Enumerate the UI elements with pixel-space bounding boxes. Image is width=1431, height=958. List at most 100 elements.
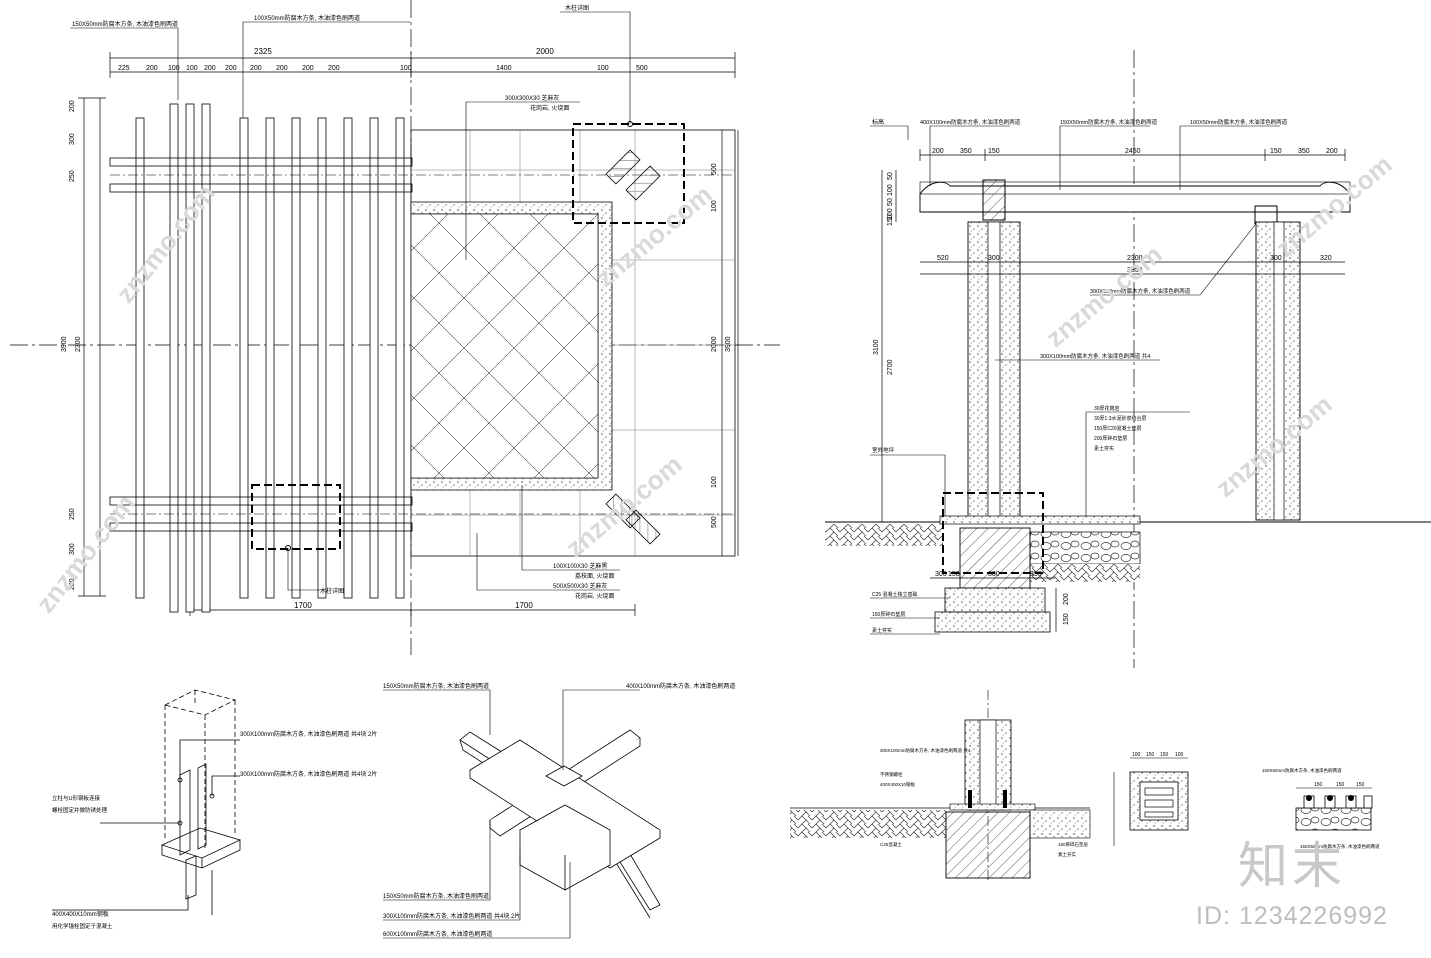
plan-dims-left-lines bbox=[78, 97, 106, 597]
iso-col-note-3: 立柱与U形钢板连接 bbox=[52, 794, 100, 802]
plan-beams bbox=[109, 157, 413, 532]
svg-text:150: 150 bbox=[1336, 782, 1345, 788]
detail-box-bottom-left bbox=[251, 484, 341, 550]
svg-text:150: 150 bbox=[1314, 782, 1323, 788]
svg-text:300: 300 bbox=[935, 571, 947, 578]
plan-dim-segments: 225 200 100 100 200 200 200 200 200 200 … bbox=[118, 65, 648, 72]
svg-text:520: 520 bbox=[937, 255, 949, 262]
svg-text:2300: 2300 bbox=[1127, 255, 1143, 262]
svg-text:100: 100 bbox=[168, 65, 180, 72]
plan-slats bbox=[135, 103, 405, 613]
corner-posts bbox=[605, 149, 661, 545]
svg-text:150: 150 bbox=[948, 571, 960, 578]
svg-text:350: 350 bbox=[1298, 148, 1310, 155]
svg-text:3900: 3900 bbox=[725, 336, 732, 352]
brand-logo: 知末 bbox=[1238, 837, 1346, 895]
elev-beam-block bbox=[982, 179, 1006, 221]
plan-note-pave-center: 300X300X30 芝麻灰 bbox=[505, 94, 559, 102]
image-id: ID: 1234226992 bbox=[1196, 902, 1388, 930]
iso-column bbox=[52, 689, 242, 915]
plan-note-border-2: 荔枝面, 火烧面 bbox=[575, 572, 614, 580]
plan-dim-top-2: 2000 bbox=[536, 47, 554, 56]
iso-joint-note-3: 150X50mm防腐木方条, 木油漆色刷两道 bbox=[383, 892, 489, 900]
elev-note-column: 300X100mm防腐木方条, 木油漆色刷两道 共4 bbox=[1040, 352, 1150, 360]
svg-text:500: 500 bbox=[711, 163, 718, 175]
svg-text:200: 200 bbox=[225, 65, 237, 72]
elev-footing-note-1: C25 混凝土独立基础 bbox=[872, 591, 918, 598]
svg-text:150: 150 bbox=[887, 214, 894, 226]
iso-col-note-4: 400X400X10mm钢板 bbox=[52, 910, 109, 918]
elev-note-right: 100X50mm防腐木方条, 木油漆色刷两道 bbox=[1190, 118, 1288, 126]
svg-text:200: 200 bbox=[69, 100, 76, 112]
svg-text:50: 50 bbox=[887, 198, 894, 206]
plan-note-pave-center-2: 花岗岩, 火烧面 bbox=[530, 104, 569, 112]
svg-text:300: 300 bbox=[69, 133, 76, 145]
svg-text:200: 200 bbox=[69, 578, 76, 590]
svg-text:100: 100 bbox=[1175, 752, 1184, 758]
plan-note-border: 100X100X30 芝麻黑 bbox=[553, 562, 607, 570]
plan-view: 2325 2000 225 200 100 100 200 200 200 20… bbox=[10, 0, 780, 655]
svg-text:100: 100 bbox=[400, 65, 412, 72]
svg-text:200: 200 bbox=[1326, 148, 1338, 155]
svg-text:素土夯实: 素土夯实 bbox=[1094, 445, 1114, 452]
detail-2: 100 150 150 100 bbox=[1113, 752, 1189, 846]
svg-text:300: 300 bbox=[1270, 255, 1282, 262]
svg-text:100: 100 bbox=[1132, 752, 1141, 758]
svg-text:3100: 3100 bbox=[873, 339, 880, 355]
svg-text:100: 100 bbox=[711, 200, 718, 212]
elev-dims-bottom: 300 150 600 350 150 200 bbox=[935, 571, 1070, 625]
iso-joint-note-2: 400X100mm防腐木方条, 木油漆色刷两道 bbox=[626, 682, 735, 690]
svg-text:200: 200 bbox=[328, 65, 340, 72]
plan-note-slat: 100X50mm防腐木方条, 木油漆色刷两道 bbox=[254, 14, 360, 22]
svg-text:300: 300 bbox=[988, 255, 1000, 262]
elev-dims-mid: 520 300 2300 300 320 3850 bbox=[937, 255, 1332, 274]
svg-text:300: 300 bbox=[69, 543, 76, 555]
svg-text:2450: 2450 bbox=[1125, 148, 1141, 155]
svg-text:100: 100 bbox=[597, 65, 609, 72]
iso-col-note-2: 300X100mm防腐木方条, 木油漆色刷两道 共4块 2片 bbox=[240, 770, 377, 778]
svg-text:600: 600 bbox=[988, 571, 1000, 578]
detail-1-top: 300X100mm防腐木方条, 木油漆色刷两道 共4 bbox=[880, 747, 971, 754]
elev-footing bbox=[959, 527, 1031, 589]
plan-note-outer-2: 花岗岩, 火烧面 bbox=[575, 592, 614, 600]
plan-dims-left: 200 300 250 3900 2300 250 300 200 bbox=[61, 100, 82, 590]
svg-text:2700: 2700 bbox=[887, 359, 894, 375]
iso-joint-note-4: 300X100mm防腐木方条, 木油漆色刷两道 共4块 2片 bbox=[383, 912, 520, 920]
elev-footing-note-3: 素土夯实 bbox=[872, 627, 892, 634]
svg-text:500: 500 bbox=[711, 516, 718, 528]
svg-text:1400: 1400 bbox=[496, 65, 512, 72]
svg-text:150: 150 bbox=[1270, 148, 1282, 155]
detail-1-labels: 不锈钢螺栓 400X400X10钢板 C25混凝土 150厚碎石垫层 素土夯实 bbox=[880, 771, 1089, 858]
elev-note-ground: 室外地坪 bbox=[872, 446, 895, 454]
svg-text:200: 200 bbox=[204, 65, 216, 72]
svg-text:200: 200 bbox=[146, 65, 158, 72]
svg-text:30厚1:3水泥砂浆结合层: 30厚1:3水泥砂浆结合层 bbox=[1094, 415, 1147, 422]
svg-text:100: 100 bbox=[186, 65, 198, 72]
detail-3: 150 150 150 150X50mm防腐木方条, 木油漆色刷两道 150X5… bbox=[1262, 767, 1380, 850]
elev-note-level: 标高 bbox=[872, 118, 884, 126]
svg-text:150厚碎石垫层: 150厚碎石垫层 bbox=[1058, 841, 1089, 848]
elev-footing-note-2: 150厚碎石垫层 bbox=[872, 611, 905, 618]
iso-col-note-4b: 用化学锚栓固定于混凝土 bbox=[52, 922, 113, 930]
iso-col-note-3b: 螺栓固定并做防锈处理 bbox=[52, 806, 108, 814]
svg-text:150: 150 bbox=[1356, 782, 1365, 788]
plan-note-bottom-mid: 木柱详图 bbox=[320, 587, 344, 595]
svg-text:400X400X10钢板: 400X400X10钢板 bbox=[880, 781, 916, 788]
svg-text:3900: 3900 bbox=[61, 336, 68, 352]
svg-text:200: 200 bbox=[276, 65, 288, 72]
plan-dim-bottom-1: 1700 bbox=[294, 601, 312, 610]
svg-text:C25混凝土: C25混凝土 bbox=[880, 841, 902, 848]
svg-text:350: 350 bbox=[1030, 571, 1042, 578]
svg-text:150: 150 bbox=[1063, 613, 1070, 625]
svg-text:500: 500 bbox=[636, 65, 648, 72]
elev-note-mid: 150X50mm防腐木方条, 木油漆色刷两道 bbox=[1060, 118, 1158, 126]
svg-text:250: 250 bbox=[69, 508, 76, 520]
elev-dims-top: 200 350 150 2450 150 350 200 bbox=[932, 148, 1338, 155]
detail-1: 300X100mm防腐木方条, 木油漆色刷两道 共4 不锈钢螺栓 400X400… bbox=[790, 690, 1091, 882]
svg-text:200: 200 bbox=[1063, 593, 1070, 605]
iso-joint-note-5: 600X100mm防腐木方条, 木油漆色刷两道 bbox=[383, 930, 492, 938]
detail-box-top-right bbox=[572, 123, 685, 224]
svg-text:不锈钢螺栓: 不锈钢螺栓 bbox=[880, 771, 903, 778]
elevation-view: 200 350 150 2450 150 350 200 520 300 230… bbox=[825, 50, 1431, 668]
